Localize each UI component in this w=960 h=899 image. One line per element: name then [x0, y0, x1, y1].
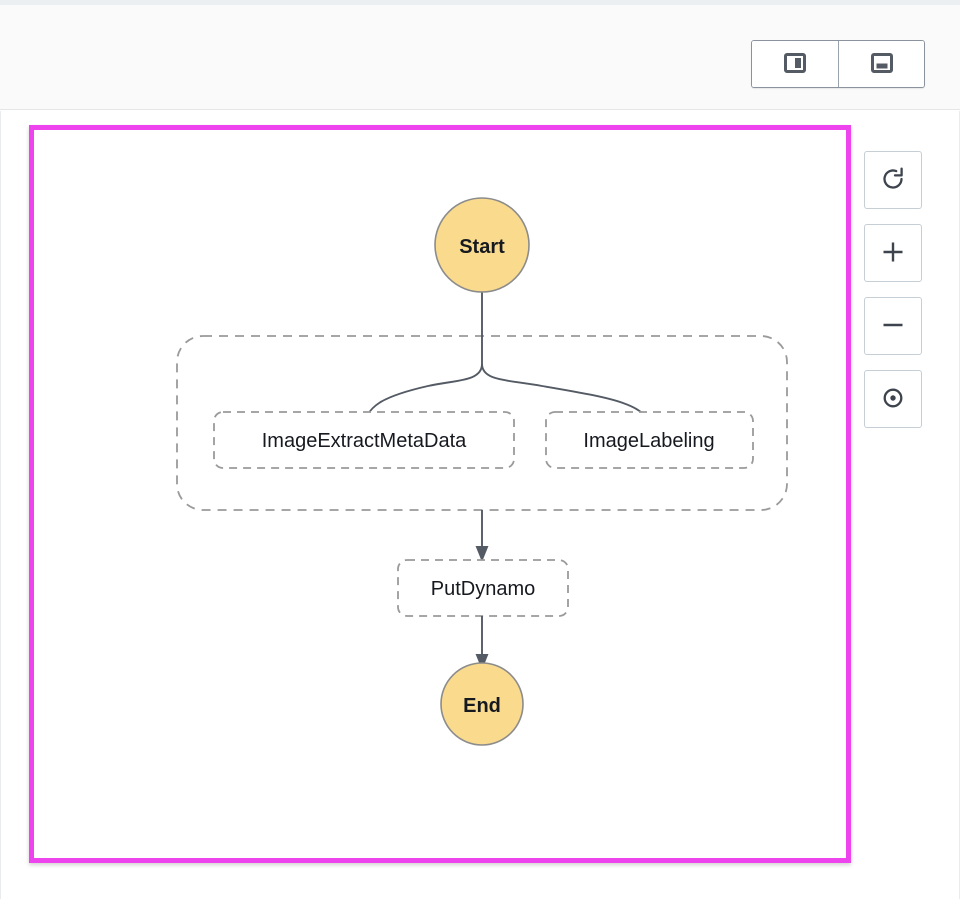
minus-icon: [878, 310, 908, 343]
graph-canvas[interactable]: ImageExtractMetaData ImageLabeling PutDy…: [0, 111, 960, 899]
split-panel-bottom-icon: [868, 49, 896, 80]
graph-controls: [864, 151, 922, 428]
node-image-extract-metadata[interactable]: [213, 411, 515, 469]
node-start[interactable]: [434, 197, 530, 293]
split-panel-side-button[interactable]: [752, 41, 838, 87]
layout-toggle-group[interactable]: [751, 40, 925, 88]
node-put-dynamo[interactable]: [397, 559, 569, 617]
target-icon: [878, 383, 908, 416]
workflow-svg: ImageExtractMetaData ImageLabeling PutDy…: [176, 197, 788, 746]
node-end[interactable]: [440, 662, 524, 746]
zoom-in-button[interactable]: [864, 224, 922, 282]
refresh-button[interactable]: [864, 151, 922, 209]
node-label-end: End: [463, 695, 501, 717]
split-panel-side-icon: [781, 49, 809, 80]
node-label-put-dynamo: PutDynamo: [431, 578, 536, 600]
node-label-start: Start: [459, 236, 505, 258]
refresh-icon: [878, 164, 908, 197]
node-label-image-labeling: ImageLabeling: [583, 430, 714, 452]
top-strip: [0, 0, 960, 5]
split-panel-bottom-button[interactable]: [838, 41, 924, 87]
center-graph-button[interactable]: [864, 370, 922, 428]
node-image-labeling[interactable]: [545, 411, 754, 469]
header-toolbar: [0, 5, 960, 110]
plus-icon: [878, 237, 908, 270]
node-label-image-extract-metadata: ImageExtractMetaData: [262, 430, 467, 452]
zoom-out-button[interactable]: [864, 297, 922, 355]
workflow-diagram[interactable]: ImageExtractMetaData ImageLabeling PutDy…: [34, 130, 846, 858]
